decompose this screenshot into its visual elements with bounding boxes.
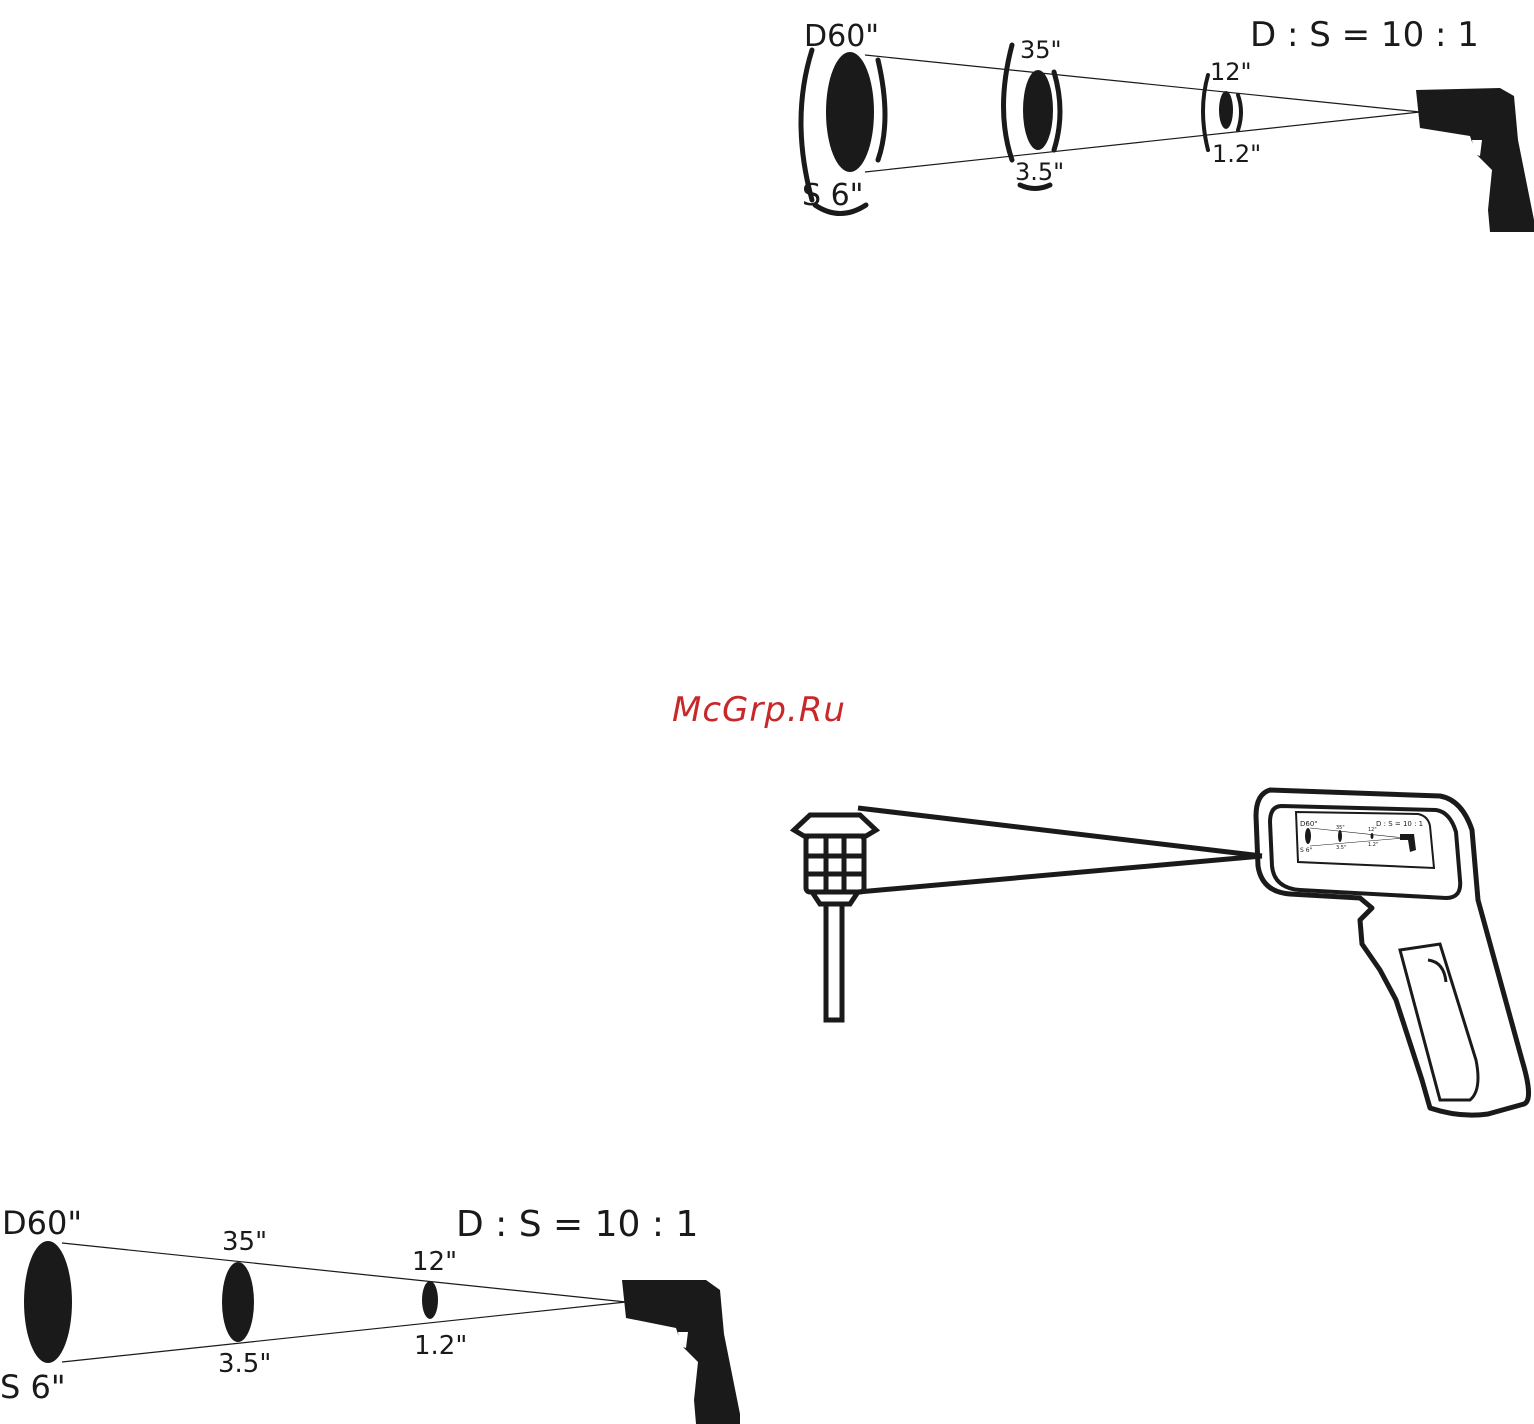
ratio-label: D : S = 10 : 1 xyxy=(1250,15,1479,55)
thermometer-aiming-illustration: D60" 35" 12" S 6" 3.5" 1.2" D : S = 10 :… xyxy=(794,790,1529,1115)
cone-line-upper xyxy=(865,55,1420,112)
mini-ratio: D : S = 10 : 1 xyxy=(1376,820,1423,828)
spot-35in-bottom xyxy=(222,1262,254,1342)
spot-12in xyxy=(1219,91,1233,129)
lamp-icon xyxy=(794,815,876,1020)
distance-label-60-bottom: D60" xyxy=(2,1204,82,1242)
spot-label-3-5-bottom: 3.5" xyxy=(218,1349,271,1379)
aim-line-lower xyxy=(858,856,1262,892)
thermometer-icon xyxy=(1416,88,1534,232)
mini-distance-60: D60" xyxy=(1300,820,1318,828)
ring-12in-right xyxy=(1238,95,1241,130)
ring-35in-left xyxy=(1004,45,1013,160)
ratio-label-bottom: D : S = 10 : 1 xyxy=(456,1204,698,1245)
distance-label-35: 35" xyxy=(1020,36,1062,64)
mini-spot-6: S 6" xyxy=(1300,847,1313,854)
spot-label-6-bottom: S 6" xyxy=(0,1368,66,1406)
spot-60in xyxy=(826,52,874,172)
aim-line-upper xyxy=(858,808,1262,856)
spot-60in-bottom xyxy=(24,1241,72,1363)
ring-12in-left xyxy=(1203,75,1208,150)
top-distance-spot-diagram: D60" 35" 12" S 6" 3.5" 1.2" D : S = 10 :… xyxy=(801,15,1534,232)
distance-label-35-bottom: 35" xyxy=(222,1227,267,1257)
bottom-distance-spot-diagram: D60" 35" 12" S 6" 3.5" 1.2" D : S = 10 :… xyxy=(0,1204,740,1424)
ring-60in-right xyxy=(878,60,885,160)
spot-label-3-5: 3.5" xyxy=(1015,158,1064,186)
mini-distance-35: 35" xyxy=(1336,825,1345,831)
ring-35in-right xyxy=(1054,72,1060,150)
cone-line-lower xyxy=(865,112,1420,172)
spot-label-1-2-bottom: 1.2" xyxy=(414,1331,467,1361)
thermometer-icon-bottom xyxy=(622,1280,740,1424)
distance-label-12: 12" xyxy=(1210,58,1252,86)
spot-12in-bottom xyxy=(422,1281,438,1319)
mini-spot-1-2: 1.2" xyxy=(1368,842,1378,848)
mini-label-panel: D60" 35" 12" S 6" 3.5" 1.2" D : S = 10 :… xyxy=(1300,820,1423,854)
cone-line-upper-bottom xyxy=(62,1243,626,1302)
distance-label-12-bottom: 12" xyxy=(412,1247,457,1277)
distance-label-60: D60" xyxy=(804,19,879,54)
spot-label-6: S 6" xyxy=(802,178,863,213)
watermark: McGrp.Ru xyxy=(672,690,846,730)
spot-label-1-2: 1.2" xyxy=(1212,140,1261,168)
mini-spot-3-5: 3.5" xyxy=(1336,845,1346,851)
cone-line-lower-bottom xyxy=(62,1302,626,1362)
spot-35in xyxy=(1023,70,1053,150)
